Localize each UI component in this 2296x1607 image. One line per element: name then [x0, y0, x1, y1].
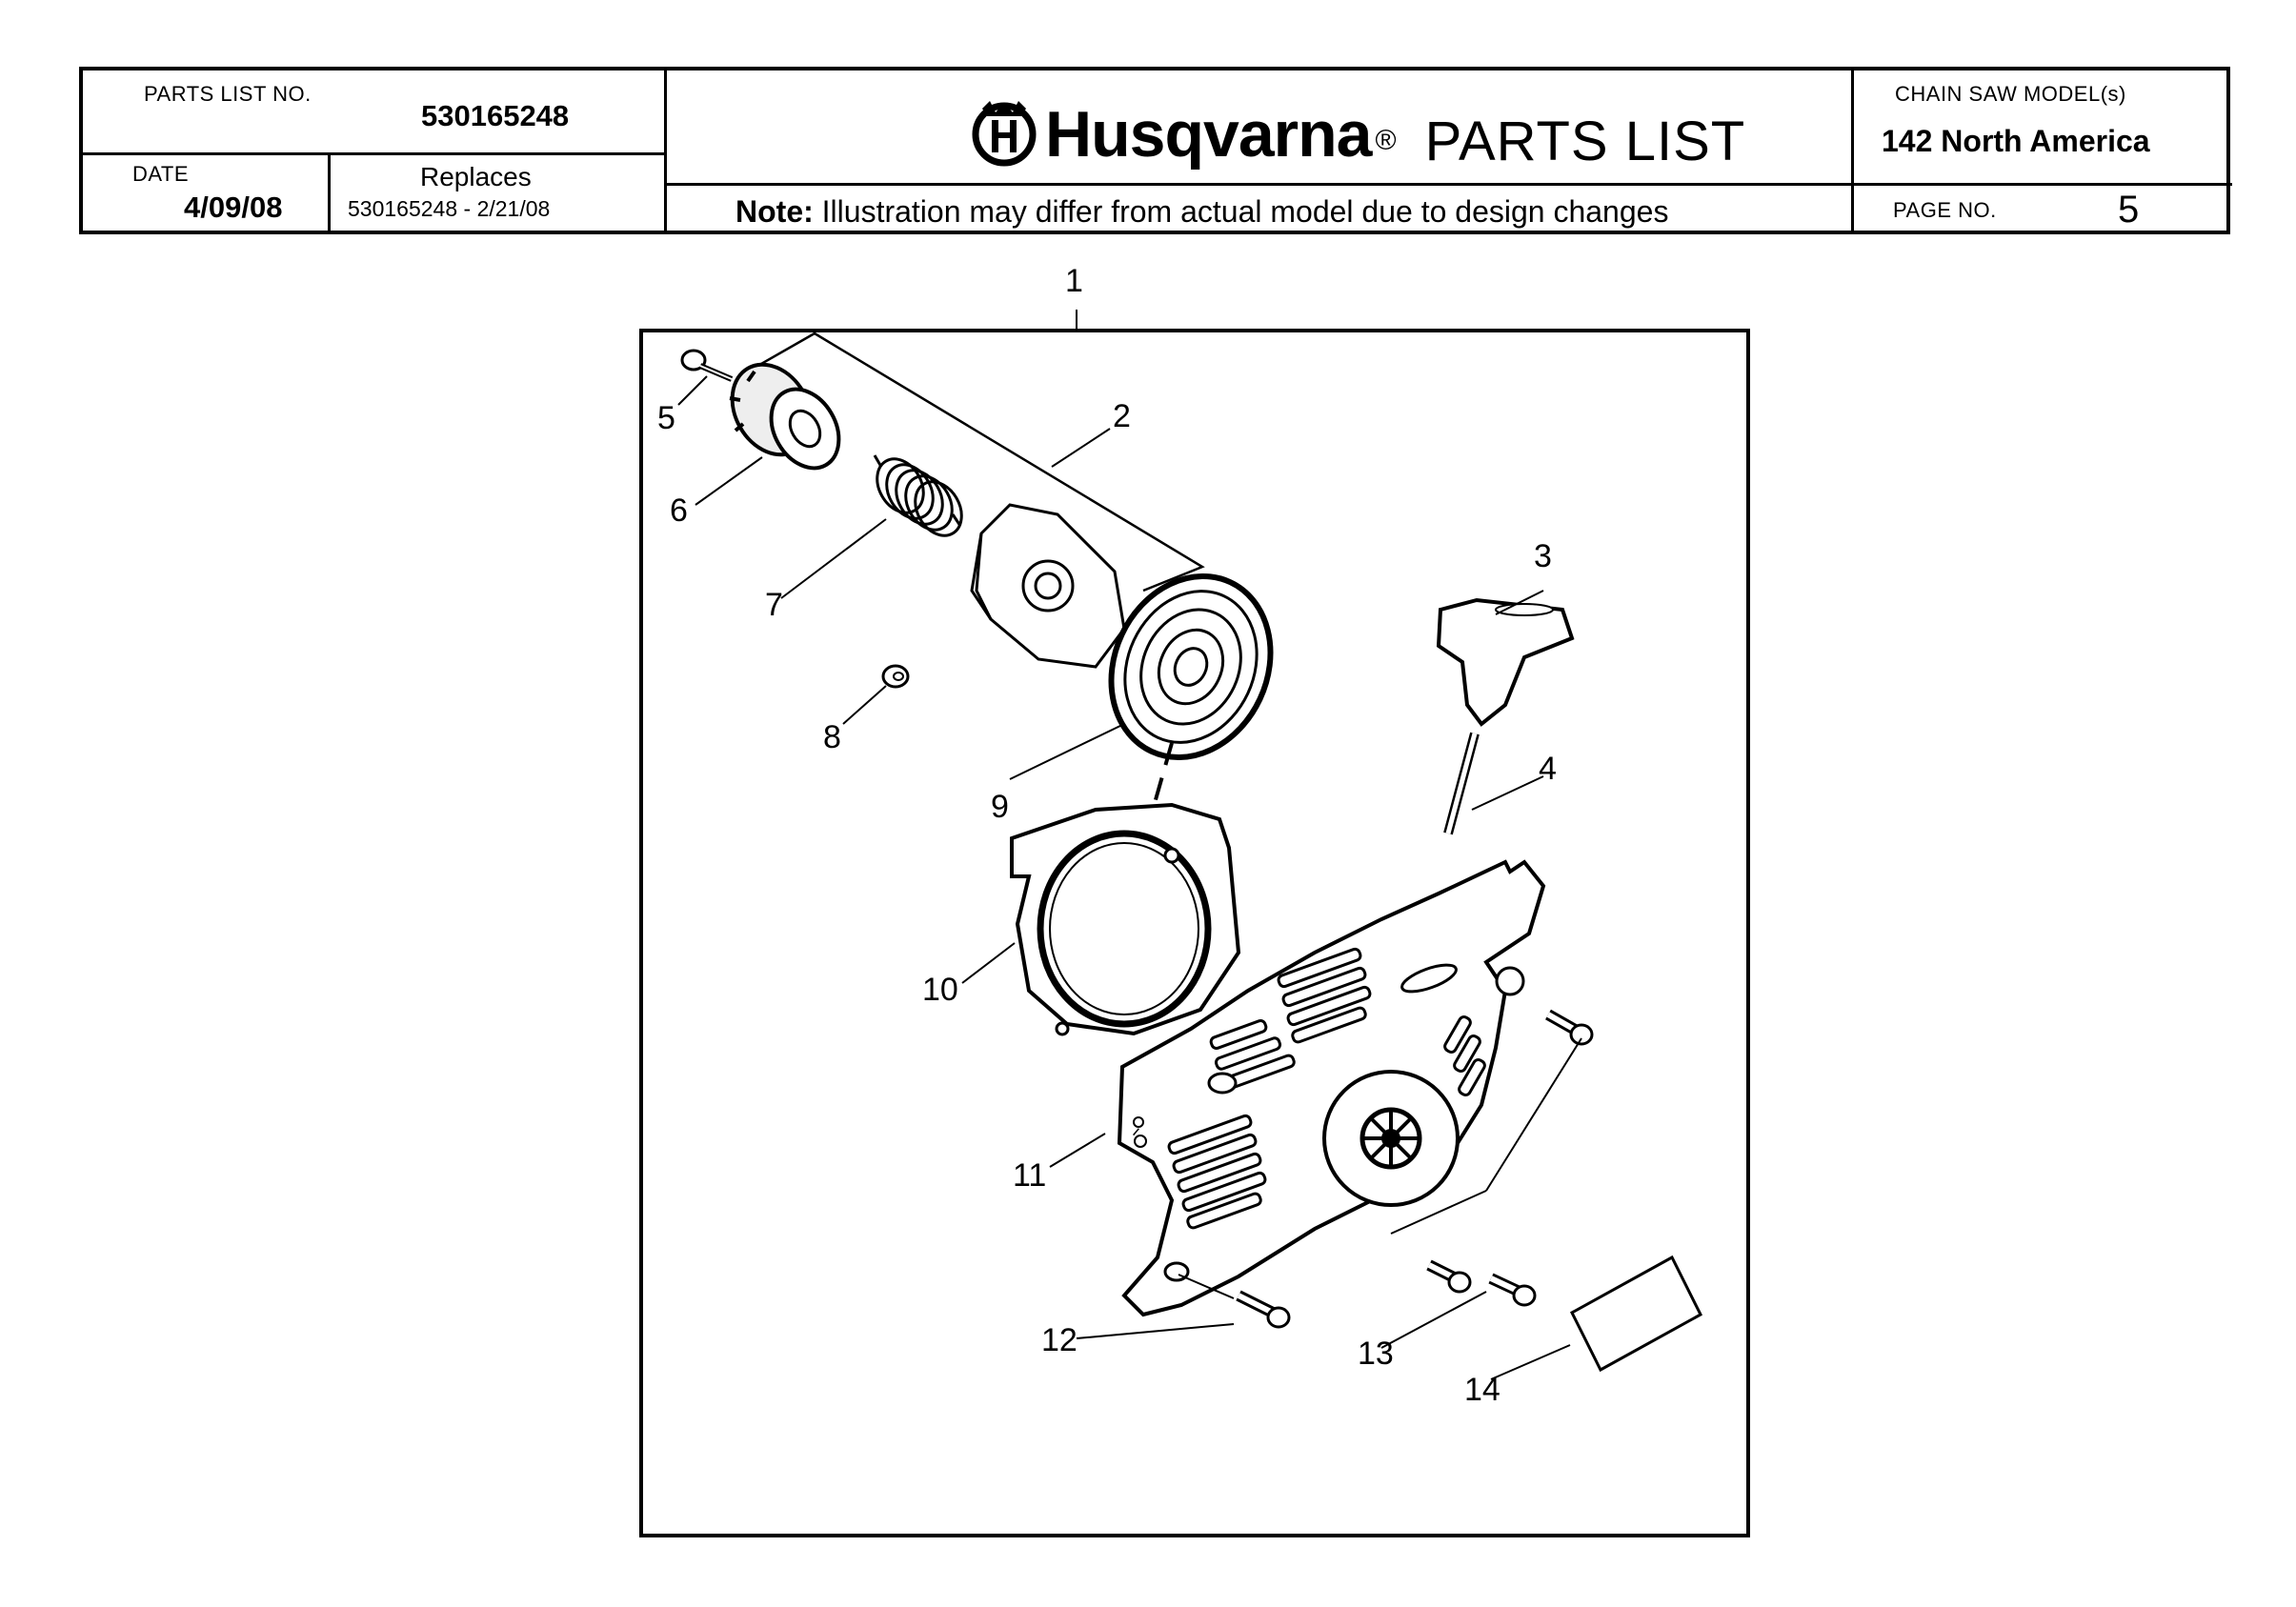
registered-mark: ®: [1375, 125, 1397, 156]
parts-list-no-label: PARTS LIST NO.: [144, 82, 312, 106]
leader-lines: [677, 375, 1582, 1380]
screw-part-5: [680, 349, 734, 382]
callout-12: 12: [1041, 1322, 1078, 1358]
washer-part-8: [881, 664, 910, 689]
callout-5: 5: [657, 400, 675, 436]
diagram-frame: [639, 329, 1750, 1537]
pulley-part-6: [729, 362, 841, 471]
decal-part-14: [1570, 1255, 1702, 1373]
starter-cover-part-11: ᐟ: [1117, 859, 1546, 1317]
divider: [664, 70, 667, 231]
screws-part-13: [1426, 1259, 1537, 1307]
document-title: PARTS LIST: [1424, 110, 1746, 172]
note-label: Note:: [735, 194, 814, 229]
divider: [1851, 70, 1854, 231]
callout-2: 2: [1113, 398, 1131, 434]
starter-pulley-part-2: [970, 503, 1126, 669]
callout-14: 14: [1464, 1372, 1500, 1408]
callout-13: 13: [1358, 1336, 1394, 1372]
parts-list-header: PARTS LIST NO. 530165248 DATE 4/09/08 Re…: [79, 67, 2232, 234]
group-bracket: [747, 331, 1205, 593]
recoil-spring-part-9: [1108, 572, 1274, 761]
starter-housing-part-10: [1010, 802, 1241, 1036]
callout-4: 4: [1539, 751, 1557, 787]
replaces-value: 530165248 - 2/21/08: [348, 196, 551, 221]
model-value: 142 North America: [1882, 124, 2150, 158]
replaces-label: Replaces: [420, 162, 532, 191]
starter-cord-part-4: [1443, 732, 1480, 835]
husqvarna-logo-icon: [972, 101, 1037, 167]
callout-8: 8: [823, 719, 841, 755]
model-label: CHAIN SAW MODEL(s): [1895, 82, 2126, 106]
parts-list-number: 530165248: [421, 99, 570, 132]
callout-11: 11: [1013, 1157, 1046, 1194]
callout-10: 10: [922, 972, 958, 1008]
divider: [83, 152, 666, 155]
divider: [664, 183, 2232, 186]
note-text: Illustration may differ from actual mode…: [813, 194, 1669, 229]
callout-1: 1: [1065, 263, 1083, 299]
callout-9: 9: [991, 789, 1009, 825]
svg-text:ᐟ: ᐟ: [1132, 1124, 1140, 1148]
date-value: 4/09/08: [184, 191, 283, 224]
spring-part-7: [873, 454, 963, 537]
page-label: PAGE NO.: [1893, 198, 1997, 222]
brand-title: Husqvarna ® PARTS LIST: [969, 91, 1745, 177]
callout-7: 7: [765, 587, 783, 623]
screw-part-12: [1178, 1274, 1291, 1329]
divider: [328, 152, 331, 231]
date-label: DATE: [132, 162, 190, 186]
page-number: 5: [2118, 189, 2140, 231]
illustration-note: Note: Illustration may differ from actua…: [735, 194, 1668, 230]
callout-3: 3: [1534, 538, 1552, 574]
brand-name: Husqvarna: [1045, 98, 1372, 171]
callout-6: 6: [670, 492, 688, 529]
screw-part-12-upper: [1545, 1009, 1594, 1046]
starter-handle-part-3: [1436, 597, 1575, 727]
